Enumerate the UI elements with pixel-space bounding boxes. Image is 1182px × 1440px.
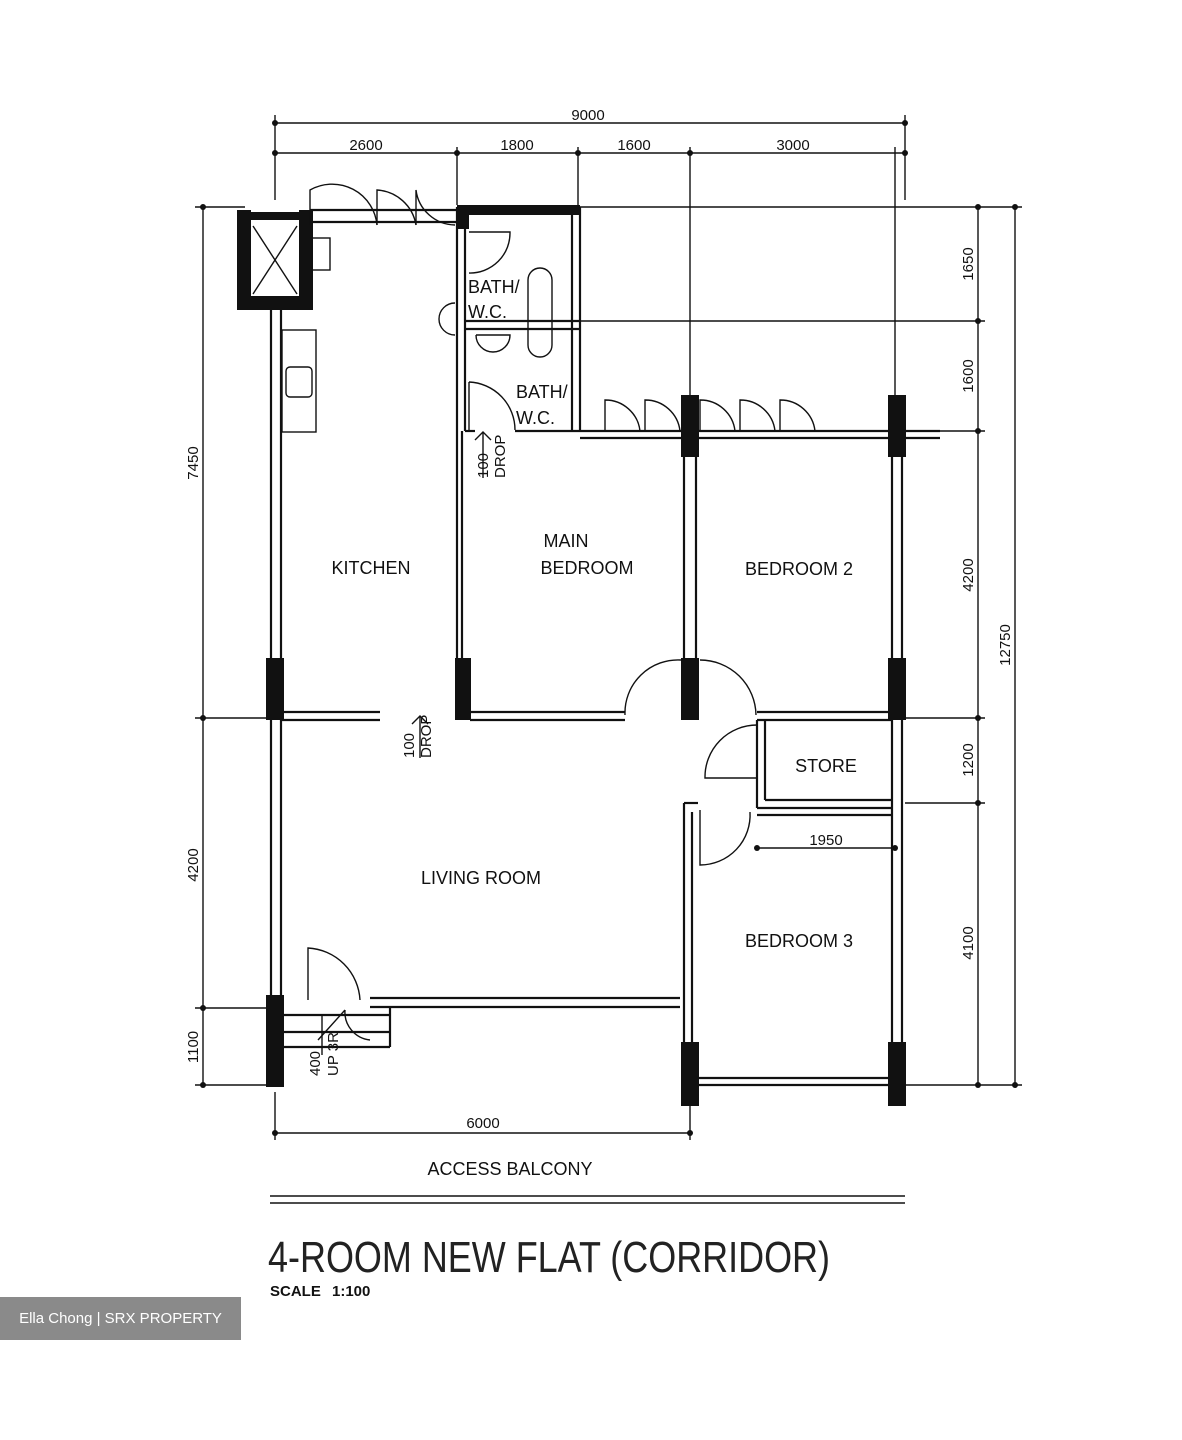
scale-value: 1:100 — [332, 1283, 370, 1300]
room-main-bedroom-line2: BEDROOM — [540, 558, 633, 578]
drop-arrows — [321, 431, 492, 1055]
room-store: STORE — [795, 756, 857, 776]
drop-2-label: DROP — [418, 715, 435, 758]
watermark: Ella Chong | SRX PROPERTY — [0, 1297, 241, 1340]
stair-up-label: UP 3R — [325, 1032, 342, 1076]
fixtures — [252, 183, 816, 1041]
dim-top-4: 3000 — [776, 137, 809, 154]
room-bath-1-line2: W.C. — [468, 302, 507, 322]
dim-bottom: 6000 — [466, 1115, 499, 1132]
room-bedroom-3: BEDROOM 3 — [745, 931, 853, 951]
room-bath-1-line1: BATH/ — [468, 277, 520, 297]
room-main-bedroom-line1: MAIN — [544, 531, 589, 551]
room-bath-2-line2: W.C. — [516, 408, 555, 428]
dim-top-total: 9000 — [571, 107, 604, 124]
dim-right-total: 12750 — [997, 624, 1014, 666]
balcony-edge — [270, 1195, 905, 1204]
dim-right-5: 4100 — [960, 926, 977, 959]
plan-title: 4-ROOM NEW FLAT (CORRIDOR) — [268, 1233, 830, 1282]
room-bath-2-line1: BATH/ — [516, 382, 568, 402]
dim-left-1: 7450 — [185, 446, 202, 479]
dimension-ticks — [200, 120, 1018, 1136]
room-living-room: LIVING ROOM — [421, 868, 541, 888]
dim-right-4: 1200 — [960, 743, 977, 776]
walls — [269, 207, 940, 1100]
dim-left-3: 1100 — [185, 1031, 202, 1063]
scale-label: SCALE — [270, 1283, 321, 1300]
access-balcony-label: ACCESS BALCONY — [427, 1159, 592, 1179]
dim-right-1: 1650 — [960, 247, 977, 280]
dim-right-3: 4200 — [960, 558, 977, 591]
drop-2-value: 100 — [401, 733, 418, 758]
dim-top-3: 1600 — [617, 137, 650, 154]
dim-store-width: 1950 — [809, 832, 842, 849]
drop-1-value: 100 — [475, 453, 492, 478]
dim-right-2: 1600 — [960, 359, 977, 392]
room-bedroom-2: BEDROOM 2 — [745, 559, 853, 579]
wall-columns — [237, 205, 906, 1106]
stair-riser-height: 400 — [307, 1051, 324, 1076]
dim-top-1: 2600 — [349, 137, 382, 154]
dim-top-2: 1800 — [500, 137, 533, 154]
drop-1-label: DROP — [492, 435, 509, 478]
room-kitchen: KITCHEN — [331, 558, 410, 578]
dim-left-2: 4200 — [185, 848, 202, 881]
dimension-lines — [195, 115, 1022, 1140]
